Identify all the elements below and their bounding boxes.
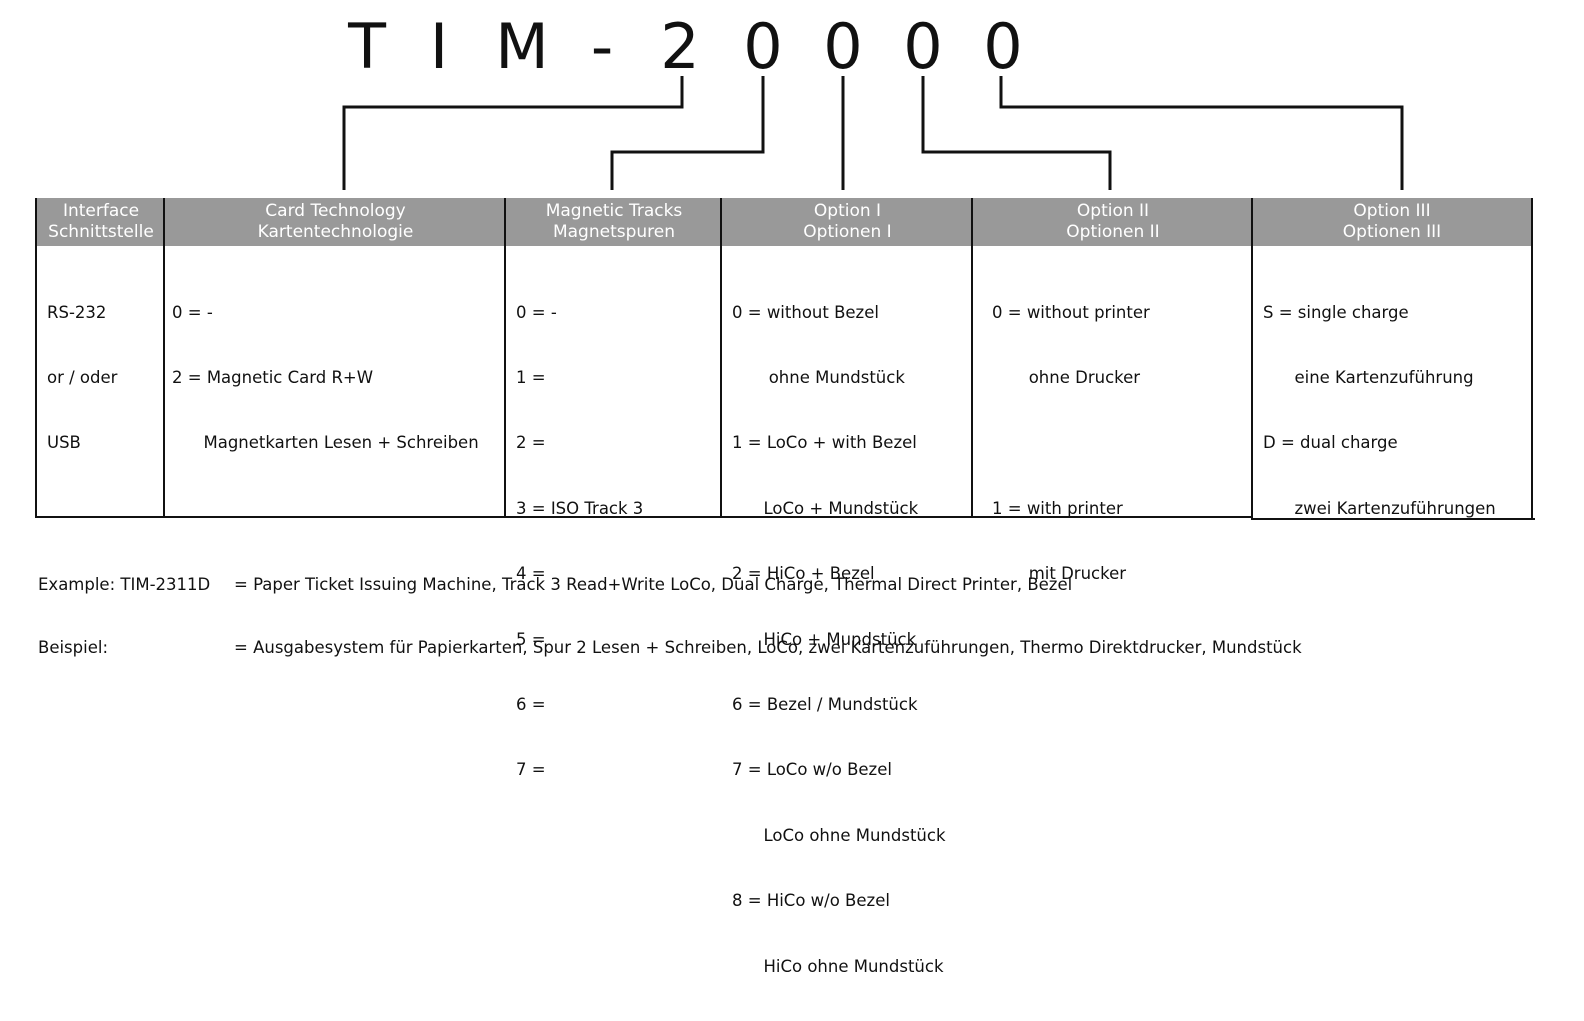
value-line: LoCo + Mundstück xyxy=(732,498,919,518)
header-line-de: Kartentechnologie xyxy=(257,222,414,242)
column-header-card-technology: Card Technology Kartentechnologie xyxy=(165,198,506,246)
value-line: 1 = xyxy=(516,367,546,387)
value-line: 3 = ISO Track 3 xyxy=(516,498,644,518)
title-char-digit-1: 2 xyxy=(660,10,700,83)
table-bottom-rule xyxy=(35,516,1253,518)
example-key: Beispiel: xyxy=(38,638,109,657)
column-header-interface: Interface Schnittstelle xyxy=(37,198,165,246)
header-line-en: Option III xyxy=(1353,201,1431,221)
header-line-en: Option I xyxy=(813,201,882,221)
value-line: 0 = without Bezel xyxy=(732,302,879,322)
value-line xyxy=(992,432,1253,454)
value-line: 0 = - xyxy=(172,302,213,322)
value-line: D = dual charge xyxy=(1263,433,1398,453)
value-line: 1 = with printer xyxy=(992,498,1123,518)
value-line: LoCo ohne Mundstück xyxy=(732,825,946,845)
value-line: 7 = LoCo w/o Bezel xyxy=(732,760,892,780)
value-line: 0 = - xyxy=(516,302,557,322)
example-value: = Ausgabesystem für Papierkarten, Spur 2… xyxy=(234,638,1302,657)
option-3-bottom-rule xyxy=(1251,518,1535,520)
value-line: zwei Kartenzuführungen xyxy=(1263,498,1496,518)
value-line: or / oder xyxy=(47,367,118,387)
value-line: S = single charge xyxy=(1263,302,1409,322)
value-line: USB xyxy=(47,433,81,453)
header-line-de: Magnetspuren xyxy=(552,222,676,242)
title-char-digit-3: 0 xyxy=(823,10,863,83)
connector-option-2 xyxy=(921,76,1112,190)
column-interface: Interface Schnittstelle RS-232 or / oder… xyxy=(35,198,165,518)
column-body-option-3: S = single charge eine Kartenzuführung D… xyxy=(1253,246,1531,563)
header-line-en: Option II xyxy=(1076,201,1150,221)
example-key: Example: TIM-2311D xyxy=(38,575,211,594)
connector-option-3 xyxy=(999,76,1404,190)
value-line: 2 = Magnetic Card R+W xyxy=(172,367,374,387)
header-line-en: Magnetic Tracks xyxy=(545,201,683,221)
header-line-de: Optionen II xyxy=(1066,222,1160,242)
value-line: 4 = xyxy=(516,564,546,584)
connector-card-technology xyxy=(342,76,684,190)
value-line: 1 = LoCo + with Bezel xyxy=(732,433,917,453)
header-line-en: Interface xyxy=(62,201,140,221)
value-line: 6 = xyxy=(516,694,546,714)
column-option-2: Option II Optionen II 0 = without printe… xyxy=(971,198,1253,583)
value-line: Magnetkarten Lesen + Schreiben xyxy=(172,433,479,453)
column-card-technology: Card Technology Kartentechnologie 0 = - … xyxy=(163,198,506,518)
connector-lines xyxy=(342,76,1404,190)
title-char-dash: - xyxy=(590,10,614,83)
example-row-de: Beispiel: = Ausgabesystem für Papierkarte… xyxy=(38,637,1302,658)
header-line-de: Schnittstelle xyxy=(48,222,154,242)
value-line: HiCo ohne Mundstück xyxy=(732,956,944,976)
header-line-de: Optionen III xyxy=(1342,222,1442,242)
example-value: = Paper Ticket Issuing Machine, Track 3 … xyxy=(234,575,1073,594)
value-line: 6 = Bezel / Mundstück xyxy=(732,694,918,714)
value-line: 0 = without printer xyxy=(992,302,1150,322)
column-header-option-2: Option II Optionen II xyxy=(973,198,1253,246)
column-body-card-technology: 0 = - 2 = Magnetic Card R+W Magnetkarten… xyxy=(165,246,506,498)
header-line-de: Optionen I xyxy=(803,222,892,242)
value-line: 2 = xyxy=(516,433,546,453)
value-line: ohne Mundstück xyxy=(732,367,905,387)
title-char-digit-2: 0 xyxy=(743,10,783,83)
value-line: ohne Drucker xyxy=(992,367,1141,387)
value-line: 2 = HiCo + Bezel xyxy=(732,564,875,584)
example-row-en: Example: TIM-2311D = Paper Ticket Issuing… xyxy=(38,574,1302,595)
column-header-option-3: Option III Optionen III xyxy=(1253,198,1531,246)
column-header-option-1: Option I Optionen I xyxy=(722,198,973,246)
title-char-digit-4: 0 xyxy=(903,10,943,83)
column-header-magnetic-tracks: Magnetic Tracks Magnetspuren xyxy=(506,198,722,246)
title-char-I: I xyxy=(429,10,449,83)
value-line: mit Drucker xyxy=(992,564,1127,584)
value-line: eine Kartenzuführung xyxy=(1263,367,1474,387)
value-line: RS-232 xyxy=(47,302,107,322)
column-body-interface: RS-232 or / oder USB xyxy=(37,246,165,498)
value-line: 7 = xyxy=(516,760,546,780)
title-char-T: T xyxy=(348,10,386,83)
column-body-option-2: 0 = without printer ohne Drucker 1 = wit… xyxy=(973,246,1253,629)
column-option-3: Option III Optionen III S = single charg… xyxy=(1251,198,1533,520)
connector-magnetic-tracks xyxy=(610,76,765,190)
title-char-M: M xyxy=(495,10,549,83)
column-magnetic-tracks: Magnetic Tracks Magnetspuren 0 = - 1 = 2… xyxy=(504,198,722,779)
value-line: 8 = HiCo w/o Bezel xyxy=(732,891,890,911)
header-line-en: Card Technology xyxy=(265,201,406,221)
title-char-digit-5: 0 xyxy=(983,10,1023,83)
column-option-1: Option I Optionen I 0 = without Bezel oh… xyxy=(720,198,973,976)
example-block: Example: TIM-2311D = Paper Ticket Issuing… xyxy=(38,532,1302,679)
